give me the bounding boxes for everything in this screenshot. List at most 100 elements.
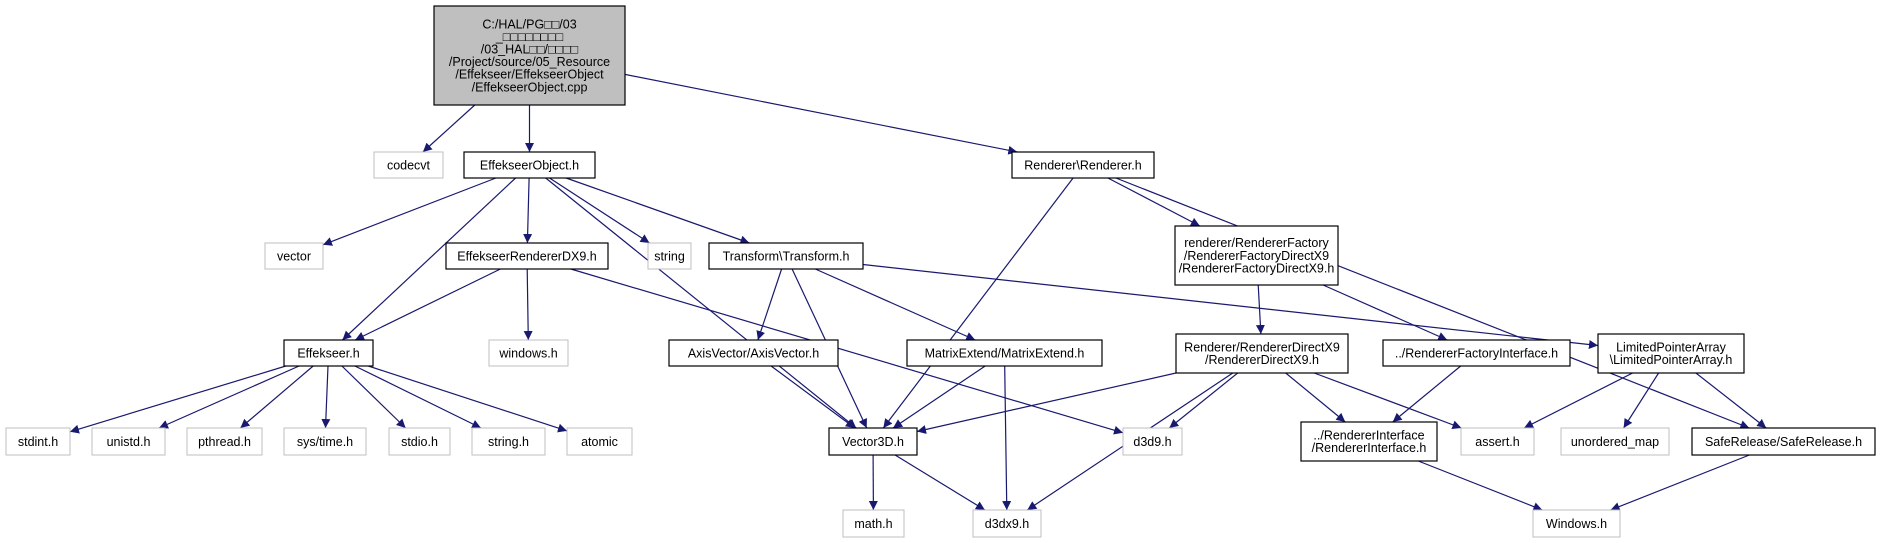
node-factory[interactable]: renderer/RendererFactory/RendererFactory… <box>1174 225 1339 286</box>
node-label-line: EffekseerObject.h <box>480 158 579 172</box>
node-label-line: stdint.h <box>18 435 58 449</box>
edge-axis-to-vector3d <box>770 365 856 429</box>
node-box <box>373 151 444 179</box>
node-box <box>566 427 633 456</box>
edge-root-to-renderer_h <box>624 73 1018 155</box>
node-math: math.h <box>842 509 905 538</box>
node-string: string <box>647 242 692 270</box>
node-label-line: Renderer/RendererDirectX9 <box>1184 341 1340 355</box>
node-label-line: SafeRelease/SafeRelease.h <box>1705 435 1862 449</box>
node-label-line: Windows.h <box>1546 517 1607 531</box>
node-label-line: stdio.h <box>401 435 438 449</box>
node-label-line: unordered_map <box>1571 435 1659 449</box>
node-box <box>445 242 609 270</box>
node-box <box>1175 333 1349 374</box>
edge-effobj_h-to-effrdx9 <box>523 177 533 244</box>
node-pthread: pthread.h <box>186 427 263 456</box>
node-vector3d[interactable]: Vector3D.h <box>828 427 918 456</box>
node-box <box>5 427 71 456</box>
node-stdint: stdint.h <box>5 427 71 456</box>
edge-saferel-to-windows_r <box>1610 454 1750 511</box>
node-atomic: atomic <box>566 427 633 456</box>
node-label-line: /Effekseer/EffekseerObject <box>455 68 604 82</box>
node-effrdx9[interactable]: EffekseerRendererDX9.h <box>445 242 609 270</box>
node-label-line: ../RendererFactoryInterface.h <box>1395 346 1558 360</box>
node-renderer_h[interactable]: Renderer\Renderer.h <box>1011 151 1155 179</box>
node-stdio: stdio.h <box>388 427 451 456</box>
node-lpa[interactable]: LimitedPointerArray\LimitedPointerArray.… <box>1597 333 1745 374</box>
node-windows_l: windows.h <box>488 339 569 367</box>
edge-effekseer-to-atomic <box>368 365 568 433</box>
edge-root-to-codecvt <box>422 104 476 153</box>
node-box <box>1560 427 1670 456</box>
node-box <box>1011 151 1155 179</box>
node-box <box>1122 427 1183 456</box>
node-label-line: _□□□□□□□□ <box>495 30 564 44</box>
node-d3d9: d3d9.h <box>1122 427 1183 456</box>
edge-rdx9-to-assert <box>1313 372 1462 430</box>
edge-effekseer-to-stdio <box>341 365 407 429</box>
node-effekseer[interactable]: Effekseer.h <box>283 339 374 367</box>
node-windows_r: Windows.h <box>1532 509 1621 538</box>
edge-vector3d-to-d3dx9 <box>894 454 986 511</box>
node-label-line: Transform\Transform.h <box>723 249 850 263</box>
node-axis[interactable]: AxisVector/AxisVector.h <box>668 339 839 367</box>
edge-lpa-to-assert <box>1523 372 1633 429</box>
edge-matrix-to-vector3d <box>892 365 986 429</box>
edges-layer <box>69 73 1767 511</box>
node-label-line: \LimitedPointerArray.h <box>1610 353 1733 367</box>
node-label-line: C:/HAL/PG□□/03 <box>482 17 576 31</box>
edge-effrdx9-to-effekseer <box>354 268 501 341</box>
node-label-line: vector <box>277 249 311 263</box>
node-label-line: unistd.h <box>107 435 151 449</box>
node-label-line: /RendererDirectX9.h <box>1205 353 1319 367</box>
node-transform[interactable]: Transform\Transform.h <box>708 242 864 270</box>
node-saferel[interactable]: SafeRelease/SafeRelease.h <box>1691 427 1876 456</box>
node-box <box>972 509 1042 538</box>
node-label-line: string.h <box>488 435 529 449</box>
node-factif[interactable]: ../RendererFactoryInterface.h <box>1382 339 1571 367</box>
node-matrix[interactable]: MatrixExtend/MatrixExtend.h <box>906 339 1103 367</box>
node-label-line: ../RendererInterface <box>1313 429 1424 443</box>
edge-transform-to-matrix <box>815 268 976 341</box>
node-box <box>1691 427 1876 456</box>
node-label-line: Renderer\Renderer.h <box>1024 158 1141 172</box>
node-rif[interactable]: ../RendererInterface/RendererInterface.h <box>1300 421 1438 462</box>
edge-rdx9-to-vector3d <box>916 372 1177 434</box>
node-label-line: renderer/RendererFactory <box>1184 236 1329 250</box>
node-box <box>488 339 569 367</box>
edge-factory-to-rdx9 <box>1255 284 1265 335</box>
nodes-layer: C:/HAL/PG□□/03_□□□□□□□□/03_HAL□□/□□□□/Pr… <box>5 5 1876 538</box>
edge-renderer_h-to-saferel <box>1115 177 1750 429</box>
node-label-line: sys/time.h <box>297 435 353 449</box>
edge-lpa-to-umap <box>1623 372 1660 429</box>
node-label-line: AxisVector/AxisVector.h <box>688 346 819 360</box>
node-effobj_h[interactable]: EffekseerObject.h <box>463 151 596 179</box>
node-rdx9[interactable]: Renderer/RendererDirectX9/RendererDirect… <box>1175 333 1349 374</box>
edge-effobj_h-to-vector <box>322 177 497 246</box>
edge-rdx9-to-rif <box>1285 372 1346 423</box>
node-codecvt: codecvt <box>373 151 444 179</box>
node-label-line: assert.h <box>1475 435 1520 449</box>
node-label-line: windows.h <box>498 346 557 360</box>
node-box <box>1532 509 1621 538</box>
node-box <box>91 427 166 456</box>
node-stringh: string.h <box>471 427 546 456</box>
node-box <box>1382 339 1571 367</box>
node-label-line: atomic <box>581 435 618 449</box>
node-label-line: math.h <box>854 517 892 531</box>
node-box <box>1597 333 1745 374</box>
edge-effobj_h-to-transform <box>565 177 750 245</box>
node-label-line: /RendererFactoryDirectX9.h <box>1179 261 1335 275</box>
edge-effrdx9-to-windows_l <box>523 268 533 341</box>
edge-rif-to-windows_r <box>1418 460 1543 511</box>
edge-effekseer-to-pthread <box>240 365 314 429</box>
node-box <box>647 242 692 270</box>
edge-effobj_h-to-effekseer <box>341 177 517 341</box>
node-label-line: /EffekseerObject.cpp <box>472 80 588 94</box>
node-label-line: /RendererFactoryDirectX9 <box>1184 249 1329 263</box>
edge-renderer_h-to-vector3d <box>882 177 1074 429</box>
node-label-line: d3d9.h <box>1133 435 1171 449</box>
node-root[interactable]: C:/HAL/PG□□/03_□□□□□□□□/03_HAL□□/□□□□/Pr… <box>433 5 626 106</box>
